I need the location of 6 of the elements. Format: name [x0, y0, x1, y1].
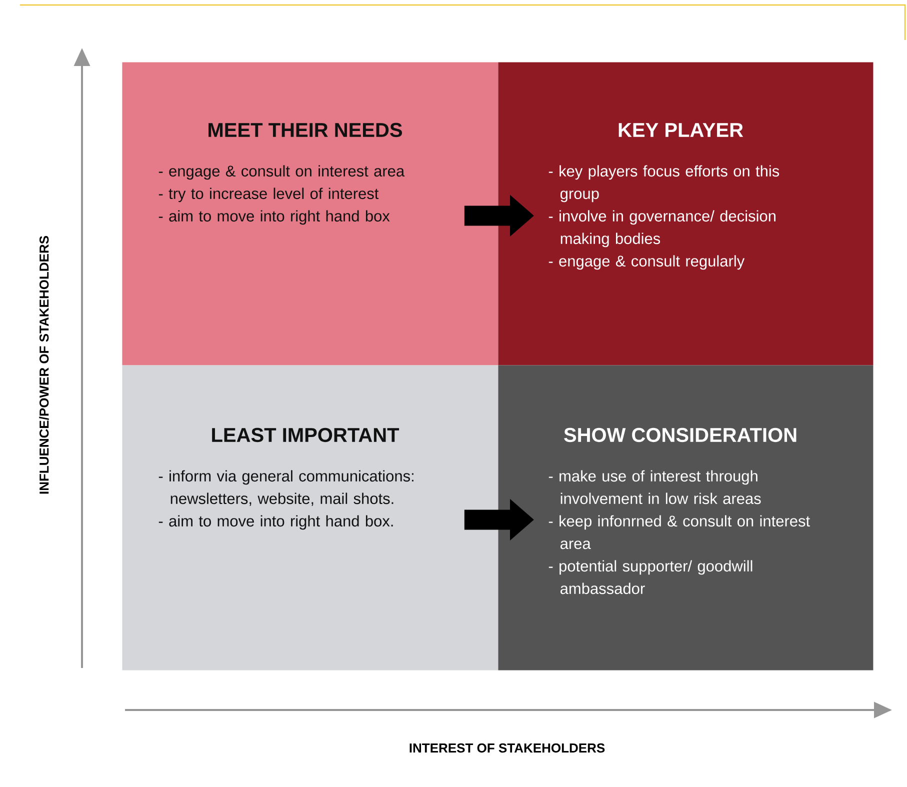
quadrant-box: LEAST IMPORTANT - inform via general communications: newsletters, website, mail shots. - aim to move into right hand box. — [122, 365, 498, 670]
quadrant-box: MEET THEIR NEEDS - engage & consult on interest area - try to increase level of interest - aim to move into right hand box — [122, 62, 498, 366]
quadrant-box: KEY PLAYER - key players focus efforts on this group - involve in governance/ decision making bodies - engage & consult regularly — [498, 62, 874, 366]
axis-label: INFLUENCE/POWER OF STAKEHOLDERS — [39, 236, 49, 494]
quadrant-box: SHOW CONSIDERATION - make use of interest through involvement in low risk areas - keep infonrned & consult on interest area - potential supporter/ goodwill ambassador — [498, 365, 874, 670]
axis-label: INTEREST OF STAKEHOLDERS — [410, 743, 605, 753]
